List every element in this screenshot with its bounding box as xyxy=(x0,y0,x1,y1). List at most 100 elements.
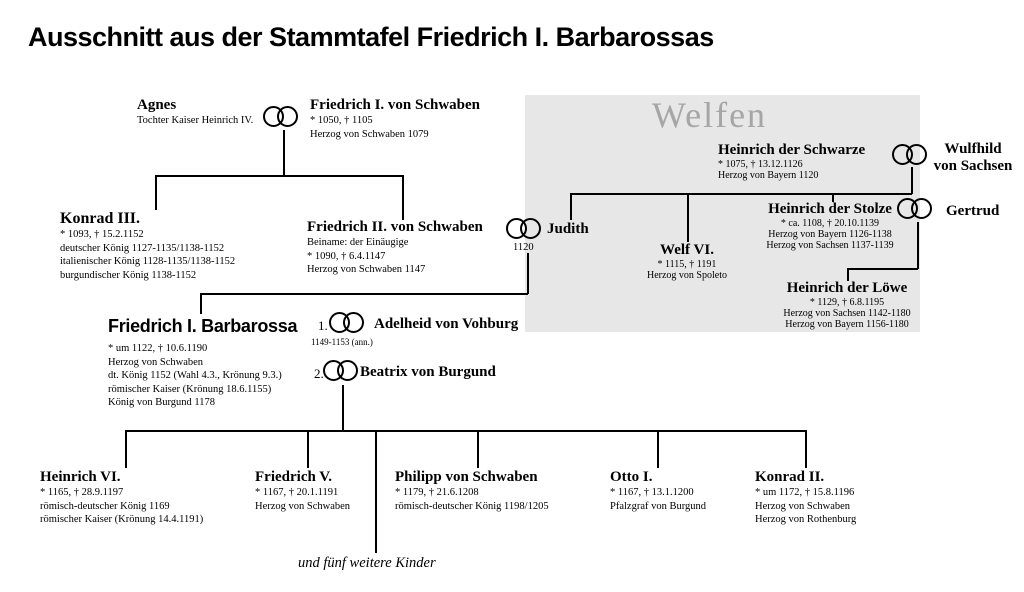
person-detail: König von Burgund 1178 xyxy=(108,397,216,408)
person-detail: Herzog von Schwaben xyxy=(755,500,851,512)
connector-line xyxy=(687,193,689,242)
person-detail: deutscher König 1127-1135/1138-1152 xyxy=(60,242,225,254)
person-detail: Herzog von Schwaben xyxy=(255,500,351,512)
person-name: Wulfhild xyxy=(944,141,1002,157)
person-detail: * 1093, † 15.2.1152 xyxy=(60,229,144,240)
person-name: Konrad II. xyxy=(755,469,825,485)
welfen-group-label: Welfen xyxy=(652,95,768,135)
marriage-note: 1149-1153 (ann.) xyxy=(311,337,373,347)
person-detail: * 1090, † 6.4.1147 xyxy=(307,250,386,262)
connector-line xyxy=(570,193,912,195)
person-detail: * 1179, † 21.6.1208 xyxy=(395,487,479,498)
person-konrad3: Konrad III. * 1093, † 15.2.1152 deutsche… xyxy=(60,210,235,282)
person-heinrich-der-stolze: Heinrich der Stolze * ca. 1108, † 20.10.… xyxy=(746,201,914,251)
person-heinrich-der-loewe: Heinrich der Löwe * 1129, † 6.8.1195 Her… xyxy=(767,280,927,330)
person-detail: * 1129, † 6.8.1195 xyxy=(809,297,885,308)
connector-line xyxy=(832,193,834,202)
person-detail: * 1115, † 1191 xyxy=(657,259,717,270)
marriage-icon xyxy=(506,218,543,241)
person-detail: * 1167, † 13.1.1200 xyxy=(610,487,694,498)
person-detail: burgundischer König 1138-1152 xyxy=(60,269,197,281)
person-detail: * 1075, † 13.12.1126 xyxy=(718,159,803,170)
marriage-icon xyxy=(323,360,360,383)
person-name: Agnes xyxy=(137,97,177,113)
person-detail: Herzog von Bayern 1126-1138 xyxy=(768,229,892,240)
more-children-note: und fünf weitere Kinder xyxy=(298,555,436,571)
person-name: Otto I. xyxy=(610,469,653,485)
person-detail: * um 1172, † 15.8.1196 xyxy=(755,487,855,498)
person-name: Welf VI. xyxy=(660,242,714,258)
person-detail: Herzog von Sachsen 1137-1139 xyxy=(766,240,894,251)
person-detail: * ca. 1108, † 20.10.1139 xyxy=(780,218,880,229)
welfen-group-box xyxy=(525,95,920,332)
marriage-icon xyxy=(892,144,929,167)
person-friedrich5: Friedrich V. * 1167, † 20.1.1191 Herzog … xyxy=(255,469,350,513)
connector-line xyxy=(342,385,344,431)
page-title: Ausschnitt aus der Stammtafel Friedrich … xyxy=(28,22,714,52)
person-detail: * 1165, † 28.9.1197 xyxy=(40,487,124,498)
person-detail: * 1167, † 20.1.1191 xyxy=(255,487,339,498)
person-detail: Tochter Kaiser Heinrich IV. xyxy=(137,115,254,126)
person-name: von Sachsen xyxy=(933,158,1013,174)
connector-line xyxy=(200,293,202,314)
person-detail: Herzog von Bayern 1156-1180 xyxy=(785,319,909,330)
person-heinrich-der-schwarze: Heinrich der Schwarze * 1075, † 13.12.11… xyxy=(718,142,865,181)
person-name: Friedrich I. Barbarossa xyxy=(108,316,298,336)
person-name: Heinrich der Löwe xyxy=(786,280,908,296)
person-name: Friedrich II. von Schwaben xyxy=(307,219,483,235)
person-konrad2: Konrad II. * um 1172, † 15.8.1196 Herzog… xyxy=(755,469,856,527)
person-adelheid-von-vohburg: Adelheid von Vohburg xyxy=(374,316,519,332)
connector-line xyxy=(847,268,918,270)
connector-line xyxy=(155,175,403,177)
person-beatrix-von-burgund: Beatrix von Burgund xyxy=(360,364,496,380)
person-name: Konrad III. xyxy=(60,210,141,227)
person-detail: dt. König 1152 (Wahl 4.3., Krönung 9.3.) xyxy=(108,370,282,381)
person-name: Heinrich der Stolze xyxy=(768,201,892,217)
person-wulfhild-von-sachsen: Wulfhild von Sachsen xyxy=(923,141,1023,175)
person-name: Heinrich der Schwarze xyxy=(718,142,866,158)
person-name: Philipp von Schwaben xyxy=(395,469,538,485)
person-judith: Judith xyxy=(547,221,589,237)
connector-line xyxy=(917,222,919,269)
person-detail: italienischer König 1128-1135/1138-1152 xyxy=(60,256,236,267)
connector-line xyxy=(375,430,377,553)
person-name: Friedrich I. von Schwaben xyxy=(310,97,481,113)
connector-line xyxy=(657,430,659,468)
person-gertrud: Gertrud xyxy=(946,203,1000,219)
connector-line xyxy=(125,430,127,468)
person-friedrich1-barbarossa: Friedrich I. Barbarossa * um 1122, † 10.… xyxy=(108,316,297,410)
marriage-icon xyxy=(263,106,300,129)
connector-line xyxy=(805,430,807,468)
person-detail: Herzog von Sachsen 1142-1180 xyxy=(783,308,911,319)
person-friedrich1-von-schwaben: Friedrich I. von Schwaben * 1050, † 1105… xyxy=(310,97,480,141)
connector-line xyxy=(402,175,404,220)
person-detail: Herzog von Bayern 1120 xyxy=(718,170,819,181)
person-friedrich2-von-schwaben: Friedrich II. von Schwaben Beiname: der … xyxy=(307,219,483,277)
person-name: Heinrich VI. xyxy=(40,469,121,485)
marriage-year: 1120 xyxy=(513,242,534,253)
marriage-icon xyxy=(897,198,934,221)
connector-line xyxy=(200,293,528,295)
person-heinrich6: Heinrich VI. * 1165, † 28.9.1197 römisch… xyxy=(40,469,203,527)
connector-line xyxy=(847,268,849,281)
person-detail: Herzog von Schwaben 1147 xyxy=(307,264,426,275)
connector-line xyxy=(125,430,806,432)
person-philipp-von-schwaben: Philipp von Schwaben * 1179, † 21.6.1208… xyxy=(395,469,549,513)
connector-line xyxy=(477,430,479,468)
person-detail: Pfalzgraf von Burgund xyxy=(610,500,707,512)
person-detail: römischer Kaiser (Krönung 18.6.1155) xyxy=(108,383,272,395)
person-detail: Herzog von Schwaben 1079 xyxy=(310,128,429,140)
person-detail: * um 1122, † 10.6.1190 xyxy=(108,343,208,354)
person-name: Friedrich V. xyxy=(255,469,332,485)
connector-line xyxy=(570,193,572,220)
connector-line xyxy=(155,175,157,210)
person-detail: Herzog von Schwaben xyxy=(108,356,204,368)
marriage-icon xyxy=(329,312,366,335)
connector-line xyxy=(911,167,913,194)
person-detail: Beiname: der Einäugige xyxy=(307,237,409,248)
person-detail: * 1050, † 1105 xyxy=(310,115,373,126)
connector-line xyxy=(307,430,309,468)
connector-line xyxy=(283,130,285,175)
person-detail: römischer Kaiser (Krönung 14.4.1191) xyxy=(40,514,204,525)
